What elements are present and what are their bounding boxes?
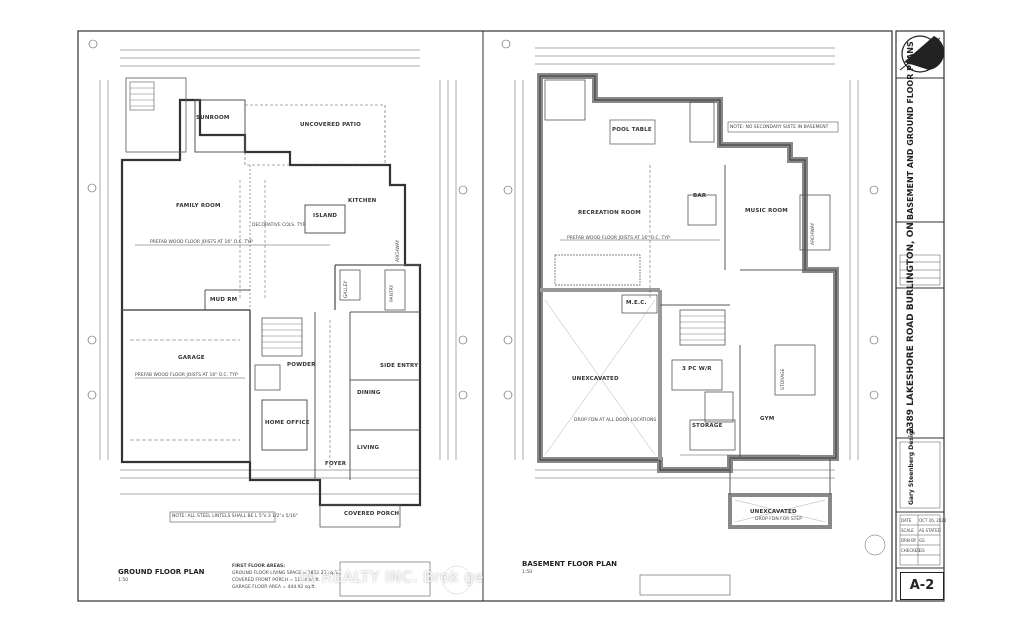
room-label-unexcavated-2: UNEXCAVATED <box>750 509 797 515</box>
note-decorative-cols: DECORATIVE COLS. TYP <box>252 223 306 228</box>
room-label-archway: ARCHWAY <box>396 239 401 262</box>
room-label-kitchen: KITCHEN <box>348 198 377 204</box>
room-label-living: LIVING <box>357 445 380 451</box>
room-label-storage-1: STORAGE <box>692 423 723 429</box>
firm-name: Gary Steenberg Design <box>908 426 915 505</box>
room-label-powder: POWDER <box>287 362 316 368</box>
room-label-dining: DINING <box>357 390 381 396</box>
sheet-number: A-2 <box>900 572 944 600</box>
room-label-gym: GYM <box>760 416 775 422</box>
scale-value: AS STATED <box>919 528 941 533</box>
room-label-island: ISLAND <box>313 213 338 219</box>
room-label-music-room: MUSIC ROOM <box>745 208 788 214</box>
room-label-bath: 3 PC W/R <box>682 366 712 372</box>
room-label-galley: GALLEY <box>344 280 349 298</box>
note-joists-ground-1: PREFAB WOOD FLOOR JOISTS AT 16" O.C. TYP <box>150 240 253 245</box>
date-label: DATE <box>901 518 912 523</box>
room-label-pantry: PANTRY <box>390 284 395 302</box>
room-label-storage-2: STORAGE <box>781 368 786 390</box>
basement-floor-plan <box>501 39 886 596</box>
note-drop-fdn-step: DROP FDN FOR STEP <box>755 517 802 522</box>
room-label-covered-porch: COVERED PORCH <box>344 511 400 517</box>
room-label-uncovered-patio: UNCOVERED PATIO <box>300 122 361 128</box>
drawn-by-value: GS <box>919 538 925 543</box>
watermark: IN REALTY INC. Brok ge <box>300 568 485 586</box>
date-value: OCT 26, 2022 <box>919 518 947 523</box>
room-label-side-entry: SIDE ENTRY <box>380 363 419 369</box>
room-label-recreation-room: RECREATION ROOM <box>578 210 641 216</box>
room-label-pool-table: POOL TABLE <box>612 127 652 133</box>
room-label-mech: M.E.C. <box>626 300 647 306</box>
basement-plan-scale: 1:50 <box>522 570 533 575</box>
room-label-unexcavated-1: UNEXCAVATED <box>572 376 619 382</box>
room-label-sunroom: SUNROOM <box>196 115 230 121</box>
drawing-title: BASEMENT AND GROUND FLOOR PLANS <box>906 41 915 220</box>
first-floor-area-line-2: COVERED FRONT PORCH = 113.4 sq.ft. <box>232 578 321 583</box>
ground-floor-plan <box>87 39 472 597</box>
note-basement-joists: PREFAB WOOD FLOOR JOISTS AT 16" O.C. TYP <box>567 236 670 241</box>
room-label-home-office: HOME OFFICE <box>265 420 310 426</box>
checked-label: CHECKED <box>901 548 921 553</box>
basement-plan-title: BASEMENT FLOOR PLAN <box>522 560 617 568</box>
note-drop-fdn: DROP FDN AT ALL DOOR LOCATIONS <box>574 418 657 423</box>
room-label-garage: GARAGE <box>178 355 205 361</box>
room-label-bar: BAR <box>693 193 707 199</box>
room-label-mud-room: MUD RM <box>210 297 238 303</box>
drawn-by-label: DRN BY <box>901 538 917 543</box>
room-label-foyer: FOYER <box>325 461 347 467</box>
first-floor-areas-title: FIRST FLOOR AREAS: <box>232 564 286 569</box>
checked-value: GS <box>919 548 925 553</box>
note-joists-ground-2: PREFAB WOOD FLOOR JOISTS AT 16" O.C. TYP <box>135 373 238 378</box>
note-steel-lintels: NOTE: ALL STEEL LINTELS SHALL BE L 5"x 3… <box>172 514 298 519</box>
project-address: 2389 LAKESHORE ROAD BURLINGTON, ON <box>906 222 916 434</box>
scale-label: SCALE <box>901 528 914 533</box>
first-floor-area-line-3: GARAGE FLOOR AREA = 444.92 sq.ft. <box>232 585 317 590</box>
room-label-basement-archway: ARCHWAY <box>811 222 816 245</box>
note-no-secondary-suite: NOTE: NO SECONDARY SUITE IN BASEMENT <box>730 125 829 130</box>
ground-plan-title: GROUND FLOOR PLAN <box>118 568 205 576</box>
first-floor-area-line-1: GROUND FLOOR LIVING SPACE = 1822.22 sq.f… <box>232 571 340 576</box>
room-label-family-room: FAMILY ROOM <box>176 203 221 209</box>
ground-plan-scale: 1:50 <box>118 578 129 583</box>
